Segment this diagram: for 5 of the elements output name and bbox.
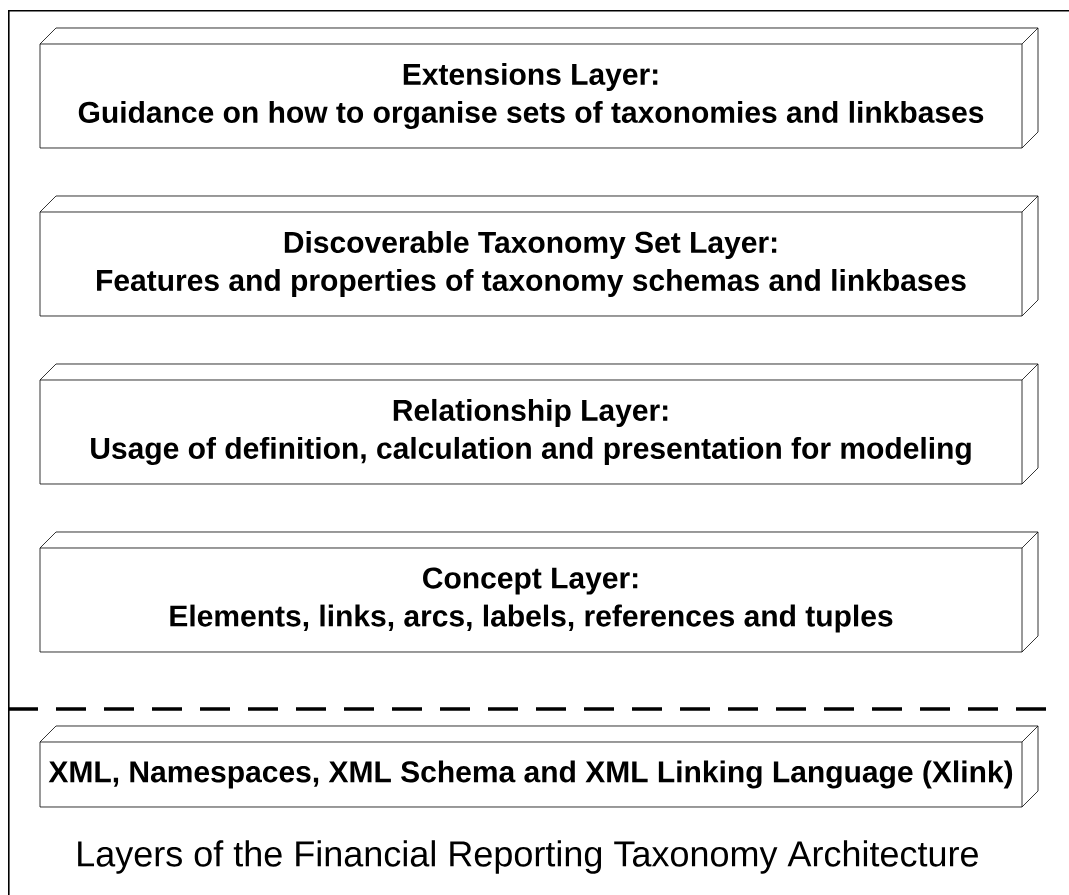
- layer-block: XML, Namespaces, XML Schema and XML Linking Language (Xlink): [39, 725, 1039, 808]
- layer-block: Extensions Layer: Guidance on how to organise sets of taxonomies and linkbases: [39, 27, 1039, 149]
- layer-block: Concept Layer: Elements, links, arcs, labels, references and tuples: [39, 531, 1039, 653]
- layer-block: Discoverable Taxonomy Set Layer: Features and properties of taxonomy schemas and linkbases: [39, 195, 1039, 317]
- layer-block: Relationship Layer: Usage of definition, calculation and presentation for modeling: [39, 363, 1039, 485]
